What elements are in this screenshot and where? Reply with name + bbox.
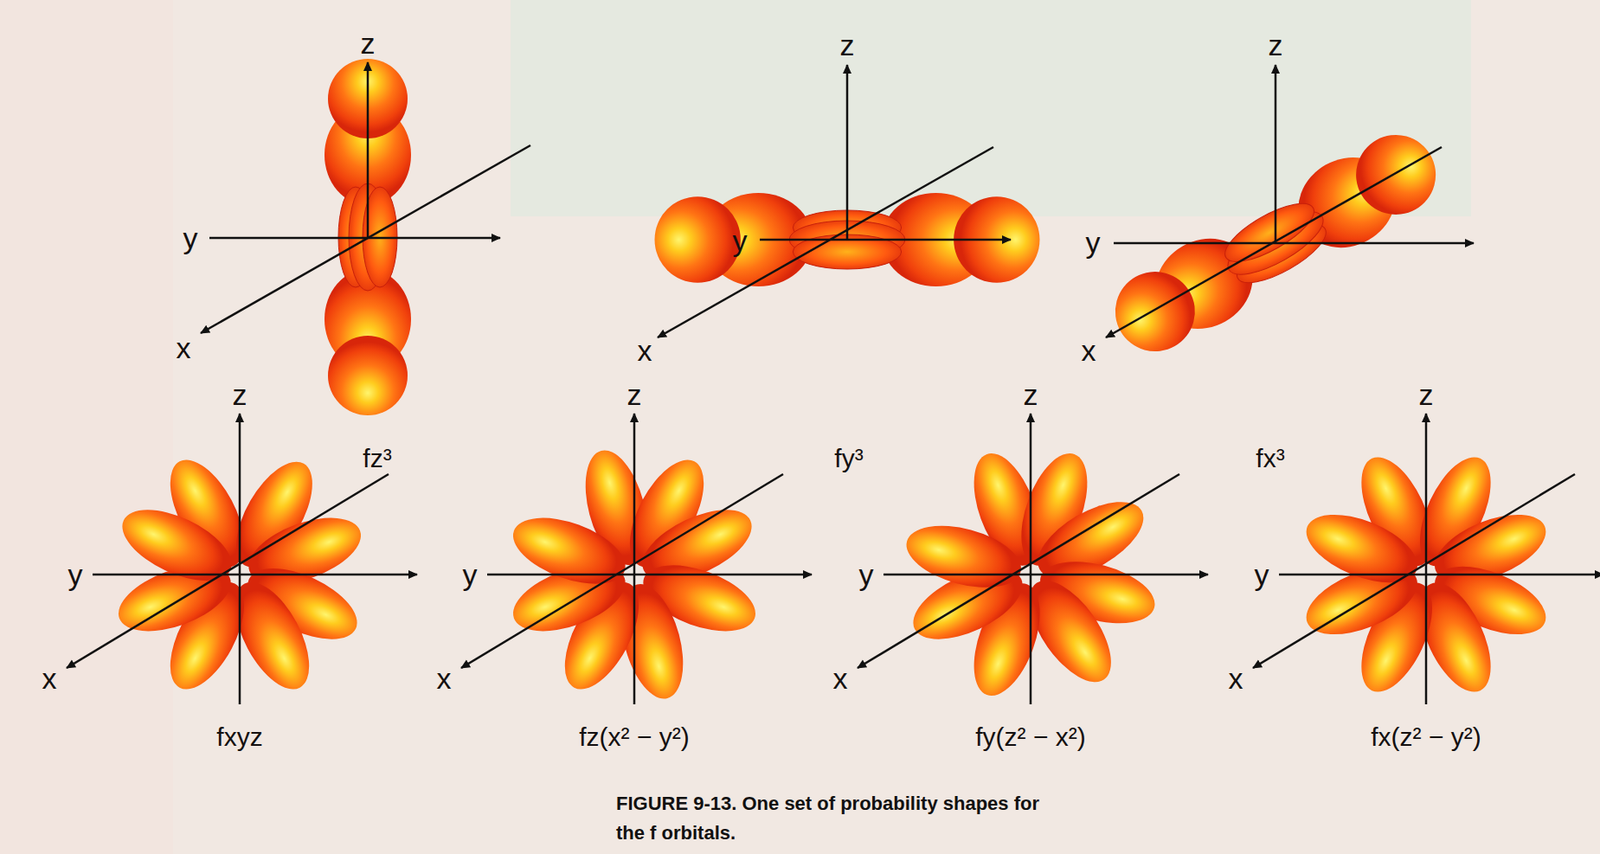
- orbital-ring: [1217, 192, 1323, 273]
- axis-line: [633, 413, 637, 705]
- axis-line: [657, 147, 994, 338]
- axis-line: [1253, 474, 1575, 669]
- figure-caption: FIGURE 9-13. One set of probability shap…: [616, 789, 1049, 849]
- orbital-label: fy³: [834, 445, 863, 472]
- axis-line: [1425, 413, 1428, 705]
- axis-label: z: [1268, 30, 1284, 60]
- axis-line: [1278, 573, 1600, 577]
- axis-label: x: [1228, 663, 1244, 694]
- axis-line: [487, 573, 812, 577]
- axis-label: z: [360, 28, 376, 58]
- axis-label: z: [840, 30, 855, 60]
- axis-label: z: [1023, 379, 1039, 410]
- axis-label: y: [859, 559, 874, 590]
- orbital-label: fy(z² − x²): [975, 724, 1086, 751]
- axis-line: [200, 145, 531, 334]
- axis-label: x: [42, 663, 58, 694]
- axis-label: z: [1419, 379, 1434, 410]
- axis-line: [366, 62, 370, 238]
- orbital-label: fz³: [362, 445, 392, 472]
- axis-label: x: [637, 335, 653, 366]
- axis-label: y: [1085, 227, 1101, 258]
- axis-line: [238, 413, 242, 705]
- axis-line: [1029, 413, 1033, 705]
- orbital-lobe: [504, 504, 635, 598]
- orbital-lobe: [327, 335, 408, 416]
- faded-panel: [0, 0, 174, 854]
- orbital-lobes: [109, 58, 1556, 706]
- orbital-lobe: [111, 494, 242, 595]
- axis-label: z: [232, 379, 248, 410]
- axis-line: [66, 474, 389, 669]
- orbital-lobe: [1100, 257, 1209, 366]
- orbital-lobe: [1341, 120, 1450, 229]
- axis-line: [209, 237, 501, 240]
- axis-line: [883, 573, 1209, 577]
- orbital-lobe: [899, 514, 1029, 599]
- orbital-label: fxyz: [216, 724, 263, 751]
- axis-label: x: [176, 333, 192, 363]
- axis-label: y: [1254, 559, 1270, 590]
- orbital-label: fz(x² − y²): [578, 724, 690, 751]
- axis-label: y: [462, 559, 478, 590]
- orbital-lobe: [1297, 501, 1427, 597]
- axis-line: [1105, 147, 1442, 338]
- axis-label: x: [436, 663, 452, 694]
- axis-label: x: [1081, 335, 1097, 366]
- orbital-lobe: [655, 196, 741, 283]
- axis-line: [759, 238, 1011, 242]
- axis-line: [846, 64, 849, 240]
- axis-line: [92, 573, 418, 577]
- axis-line: [1274, 64, 1278, 244]
- orbital-label: fx(z² − y²): [1370, 724, 1482, 751]
- axis-label: x: [833, 663, 849, 694]
- axis-line: [857, 474, 1180, 669]
- axis-label: z: [627, 379, 643, 410]
- axis-label: y: [732, 225, 748, 256]
- axis-line: [1113, 242, 1474, 245]
- axes: [66, 62, 1600, 705]
- axis-label: y: [183, 223, 199, 253]
- axis-label: y: [68, 559, 84, 590]
- axis-line: [461, 474, 784, 669]
- orbital-label: fx³: [1255, 445, 1285, 472]
